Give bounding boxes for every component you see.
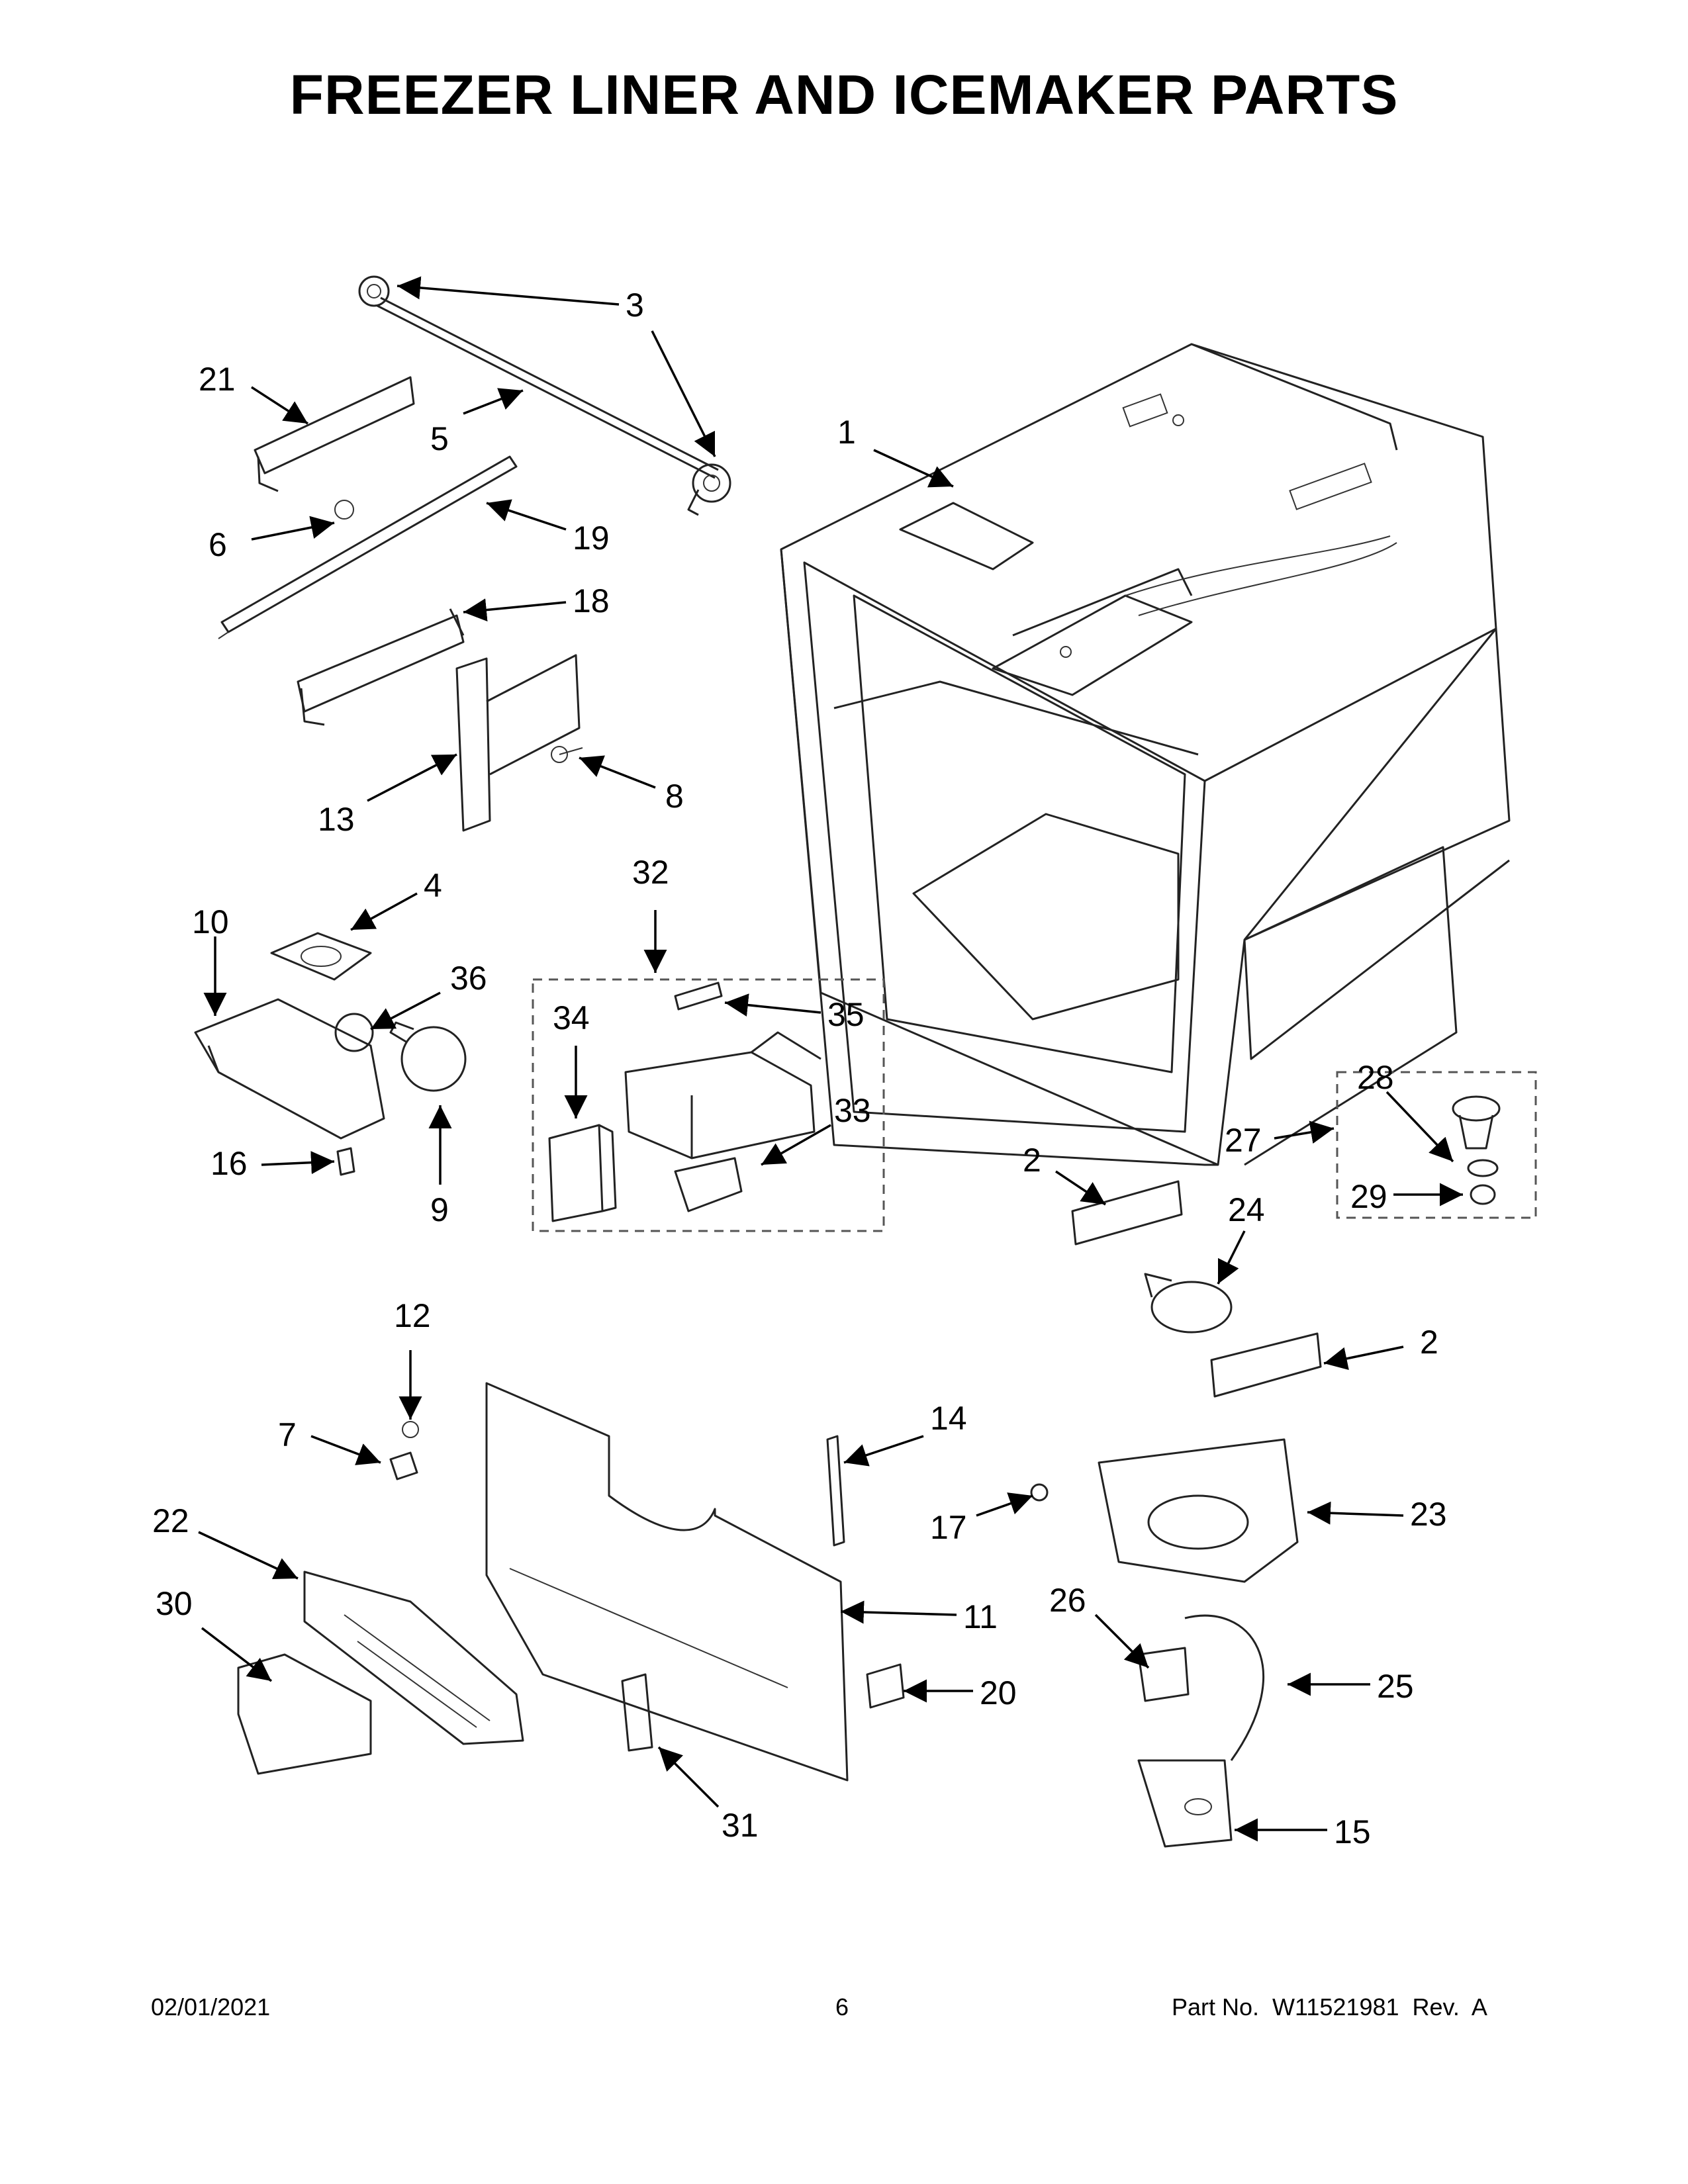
- callout-2a: 2: [1023, 1142, 1041, 1179]
- callout-12: 12: [394, 1297, 431, 1334]
- fill-tube-parts: [1452, 1095, 1501, 1205]
- leader-1: [873, 449, 954, 488]
- callout-3: 3: [626, 287, 644, 324]
- callout-34: 34: [553, 999, 590, 1036]
- leader-30: [201, 1627, 273, 1682]
- leader-24: [1217, 1230, 1246, 1285]
- callout-6: 6: [209, 526, 227, 563]
- callout-15: 15: [1334, 1813, 1371, 1850]
- leader-28: [1385, 1091, 1454, 1163]
- callout-7: 7: [278, 1416, 297, 1453]
- callout-28: 28: [1357, 1059, 1394, 1096]
- auger-rod-assembly: [358, 275, 731, 516]
- callout-35: 35: [827, 996, 865, 1033]
- callout-23: 23: [1410, 1496, 1447, 1533]
- fill-tube-kit-box: [1336, 1071, 1537, 1219]
- leader-36: [370, 991, 441, 1030]
- icemaker-assembly: [548, 981, 821, 1222]
- footer-part-number: Part No. W11521981 Rev. A: [1172, 1993, 1487, 2021]
- callout-2b: 2: [1420, 1324, 1438, 1361]
- leader-7: [310, 1435, 381, 1465]
- callout-5: 5: [430, 420, 449, 457]
- callout-18: 18: [573, 582, 610, 619]
- leader-5: [463, 388, 524, 415]
- callout-36: 36: [450, 960, 487, 997]
- leader-4: [350, 892, 418, 931]
- evaporator-cover-group: [237, 1382, 905, 1782]
- leader-3b: [651, 330, 716, 457]
- leader-26: [1094, 1614, 1150, 1669]
- leader-23: [1307, 1501, 1404, 1525]
- leader-2b: [1323, 1345, 1404, 1370]
- freezer-liner: [780, 343, 1511, 1166]
- callout-32: 32: [632, 854, 669, 891]
- callout-25: 25: [1377, 1668, 1414, 1705]
- leader-8: [579, 755, 656, 789]
- leader-19: [486, 499, 567, 531]
- leader-35: [724, 993, 821, 1017]
- callout-31: 31: [722, 1807, 759, 1844]
- callout-29: 29: [1350, 1178, 1387, 1215]
- page-title: FREEZER LINER AND ICEMAKER PARTS: [289, 64, 1399, 126]
- leader-14: [843, 1435, 924, 1467]
- callout-21: 21: [199, 361, 236, 398]
- light-housing-group: [194, 932, 467, 1176]
- callout-8: 8: [665, 778, 684, 815]
- callout-26: 26: [1049, 1582, 1086, 1619]
- leader-21: [251, 386, 308, 425]
- callout-11: 11: [963, 1598, 998, 1635]
- leader-3a: [397, 276, 620, 306]
- leader-31: [657, 1746, 720, 1808]
- callout-9: 9: [430, 1191, 449, 1228]
- leader-27: [1274, 1120, 1335, 1144]
- callout-labels: 1 3 5 21 6 19 18 13 8 4 10 36 9 16 32 34…: [152, 287, 1447, 1850]
- leader-2a: [1055, 1170, 1106, 1206]
- callout-14: 14: [930, 1400, 967, 1437]
- footer-date: 02/01/2021: [151, 1993, 271, 2021]
- callout-20: 20: [980, 1674, 1017, 1711]
- leader-33: [761, 1124, 831, 1166]
- icemaker-kit-box: [532, 978, 885, 1232]
- callout-27: 27: [1225, 1122, 1262, 1159]
- leader-lines: [198, 276, 1463, 1842]
- callout-24: 24: [1228, 1191, 1265, 1228]
- lower-slide-bracket: [297, 608, 465, 726]
- callout-10: 10: [192, 903, 229, 940]
- callout-22: 22: [152, 1502, 189, 1539]
- callout-17: 17: [930, 1509, 967, 1546]
- upper-rail-bracket: [218, 376, 518, 639]
- callout-16: 16: [211, 1145, 248, 1182]
- mounting-plate: [455, 654, 583, 832]
- leader-22: [198, 1531, 299, 1580]
- leader-16: [261, 1151, 335, 1175]
- callout-1: 1: [837, 414, 856, 451]
- callout-13: 13: [318, 801, 355, 838]
- callout-33: 33: [834, 1092, 871, 1129]
- callout-30: 30: [156, 1585, 193, 1622]
- leader-18: [463, 598, 567, 622]
- leader-11: [840, 1600, 957, 1624]
- callout-4: 4: [424, 867, 442, 904]
- leader-17: [976, 1492, 1033, 1517]
- footer-page-number: 6: [835, 1993, 849, 2021]
- leader-6: [251, 516, 335, 541]
- fan-motor-group: [1030, 1180, 1322, 1848]
- callout-19: 19: [573, 520, 610, 557]
- leader-13: [367, 753, 457, 802]
